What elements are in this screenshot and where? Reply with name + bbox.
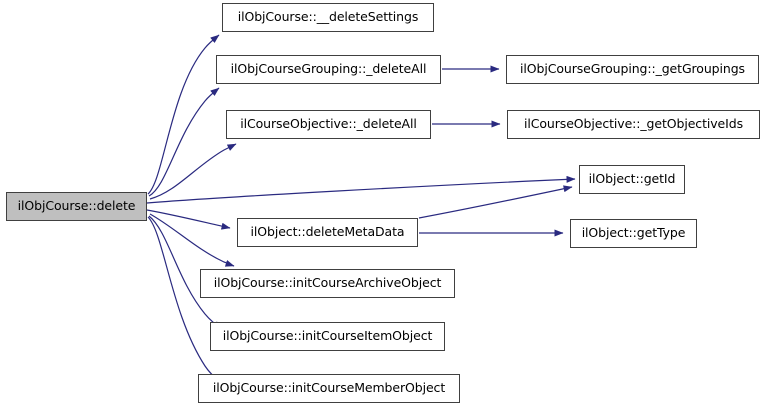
graph-node-label: ilCourseObjective::_getObjectiveIds [524, 116, 743, 132]
graph-node-label: ilObjCourse::initCourseItemObject [222, 328, 433, 344]
call-edge [146, 209, 231, 230]
graph-node[interactable]: ilObjCourse::initCourseItemObject [210, 322, 445, 351]
graph-node[interactable]: ilObject::getId [579, 165, 685, 194]
graph-node-label: ilObject::deleteMetaData [250, 224, 405, 240]
graph-node[interactable]: ilObjCourseGrouping::_deleteAll [216, 55, 441, 84]
call-edge [149, 143, 237, 200]
graph-node[interactable]: ilObjCourseGrouping::_getGroupings [506, 55, 759, 84]
call-edge [148, 87, 220, 197]
graph-node-label: ilObjCourseGrouping::_getGroupings [520, 61, 745, 77]
graph-node-label: ilObject::getType [581, 225, 686, 241]
graph-node[interactable]: ilCourseObjective::_deleteAll [226, 110, 431, 139]
graph-node-label: ilObjCourse::initCourseMemberObject [212, 380, 446, 396]
graph-node-root[interactable]: ilObjCourse::delete [6, 192, 147, 221]
call-edge [147, 216, 221, 383]
graph-node-label: ilObject::getId [588, 171, 676, 187]
call-edge [149, 213, 235, 267]
graph-node-label: ilObjCourseGrouping::_deleteAll [230, 61, 427, 77]
graph-node-label: ilObjCourse::__deleteSettings [237, 9, 419, 25]
graph-node[interactable]: ilObject::deleteMetaData [237, 218, 418, 247]
graph-node[interactable]: ilObjCourse::initCourseArchiveObject [200, 269, 455, 298]
call-edge [418, 185, 573, 219]
graph-node[interactable]: ilObjCourse::__deleteSettings [222, 3, 434, 32]
graph-node-label: ilCourseObjective::_deleteAll [240, 116, 417, 132]
graph-node[interactable]: ilObjCourse::initCourseMemberObject [198, 374, 460, 403]
graph-node[interactable]: ilCourseObjective::_getObjectiveIds [507, 110, 760, 139]
graph-node[interactable]: ilObject::getType [570, 219, 697, 248]
call-edge [146, 175, 576, 204]
graph-node-label: ilObjCourse::initCourseArchiveObject [213, 275, 442, 291]
graph-node-label: ilObjCourse::delete [17, 198, 136, 214]
call-edge [147, 34, 220, 195]
